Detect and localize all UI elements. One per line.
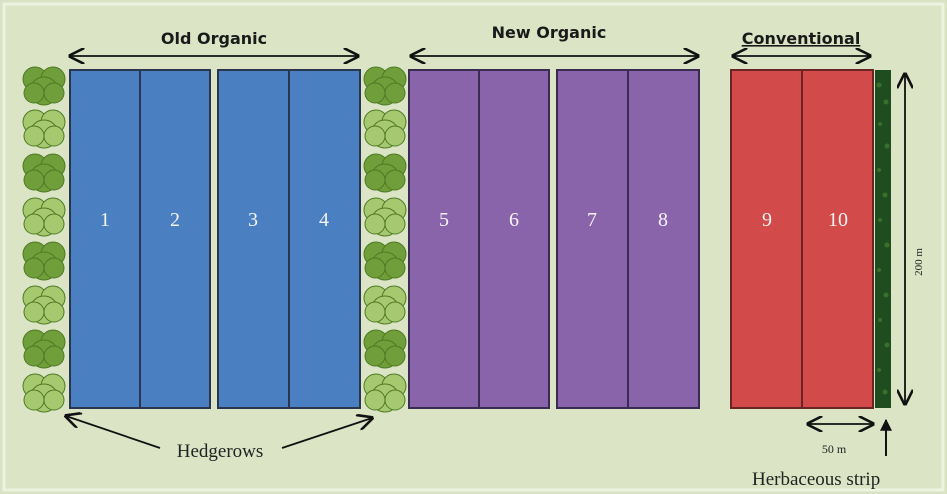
strip-texture — [876, 82, 890, 395]
plot-10 — [801, 69, 874, 409]
plot-9-label: 9 — [762, 209, 772, 231]
plot-2 — [139, 69, 211, 409]
hedgerow-left-pointer — [66, 416, 161, 449]
width-label: 50 m — [822, 442, 847, 456]
new-organic-label: New Organic — [492, 23, 607, 42]
plot-2-label: 2 — [170, 209, 180, 231]
old-organic-group: 1 2 3 4 — [69, 69, 361, 409]
hedge-bush — [22, 109, 66, 149]
hedge-bush — [22, 197, 66, 237]
hedge-bush — [363, 373, 407, 413]
plot-5-label: 5 — [439, 209, 449, 231]
plot-3-label: 3 — [248, 209, 258, 231]
hedge-bush — [363, 66, 407, 106]
hedgerow-left — [22, 66, 66, 413]
plot-5 — [408, 69, 480, 409]
plot-3 — [217, 69, 290, 409]
conventional-group: 9 10 — [730, 69, 874, 409]
plot-7-label: 7 — [587, 209, 597, 231]
plot-4-label: 4 — [319, 209, 329, 231]
plot-9 — [730, 69, 803, 409]
hedge-bush — [22, 285, 66, 325]
plot-8-label: 8 — [658, 209, 668, 231]
hedge-bush — [363, 285, 407, 325]
hedgerows-label: Hedgerows — [177, 441, 264, 462]
hedge-bush — [363, 153, 407, 193]
hedge-bush — [363, 109, 407, 149]
plot-7 — [556, 69, 629, 409]
hedge-bush — [363, 241, 407, 281]
plot-6 — [478, 69, 550, 409]
hedge-bush — [22, 373, 66, 413]
length-label: 200 m — [913, 248, 925, 276]
old-organic-label: Old Organic — [161, 29, 267, 48]
new-organic-group: 5 6 7 8 — [408, 69, 700, 409]
hedge-bush — [363, 329, 407, 369]
hedgerow-right-pointer — [281, 418, 372, 449]
hedgerow-middle — [363, 66, 407, 413]
conventional-label: Conventional — [742, 29, 861, 48]
hedge-bush — [22, 66, 66, 106]
plot-4 — [288, 69, 361, 409]
plot-1 — [69, 69, 141, 409]
hedge-bush — [22, 241, 66, 281]
hedge-bush — [22, 329, 66, 369]
strip-label: Herbaceous strip — [752, 469, 880, 490]
plot-1-label: 1 — [100, 209, 110, 231]
plot-8 — [627, 69, 700, 409]
herbaceous-strip — [875, 70, 891, 408]
hedge-bush — [22, 153, 66, 193]
plot-10-label: 10 — [828, 209, 848, 231]
plot-6-label: 6 — [509, 209, 519, 231]
hedge-bush — [363, 197, 407, 237]
